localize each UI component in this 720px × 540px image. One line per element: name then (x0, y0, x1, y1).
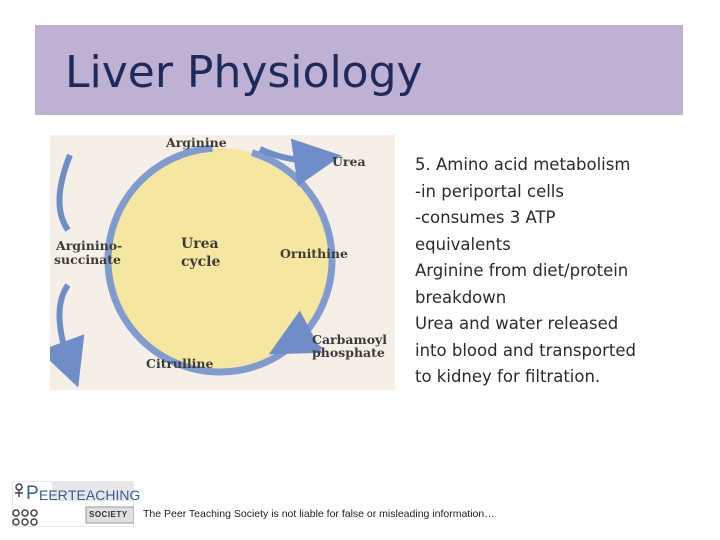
label-citrulline: Citrulline (146, 356, 214, 371)
urea-cycle-figure: Arginine Urea Urea cycle Ornithine Carba… (50, 135, 395, 390)
peer-teaching-society-logo: P EER TEACHING SOCIETY (11, 480, 140, 528)
urea-output-arrow (258, 138, 342, 187)
bullet-line: Arginine from diet/protein (415, 261, 629, 280)
bullet-line: breakdown (415, 287, 507, 307)
label-succinate: succinate (54, 252, 122, 267)
bullet-line: to kidney for filtration. (415, 367, 601, 386)
bullet-line: into blood and transported (415, 340, 636, 360)
title-bar: Liver Physiology (35, 25, 683, 115)
disclaimer-text: The Peer Teaching Society is not liable … (143, 508, 495, 520)
label-carbamoyl: Carbamoyl (312, 332, 388, 347)
label-arginino: Arginino- (56, 238, 123, 253)
slide-title: Liver Physiology (65, 47, 423, 98)
label-arginine: Arginine (166, 135, 227, 150)
urea-cycle-diagram (50, 138, 342, 388)
center-label-cycle: cycle (181, 254, 221, 270)
label-phosphate: phosphate (312, 345, 385, 360)
bullet-line: equivalents (415, 234, 511, 254)
logo-text-eer: EER (39, 487, 68, 503)
logo-text-p: P (26, 483, 39, 504)
bullet-line: Urea and water released (415, 314, 619, 333)
carbamoyl-input-arrow (268, 310, 323, 355)
left-upper-arc (56, 153, 73, 232)
label-urea: Urea (332, 154, 366, 169)
bullet-line: -in periportal cells (415, 181, 564, 201)
bullet-line: 5. Amino acid metabolism (415, 155, 631, 174)
center-label-urea: Urea (181, 236, 219, 252)
bullet-line: -consumes 3 ATP (415, 208, 556, 227)
logo-text-teaching: TEACHING (68, 487, 141, 503)
bullet-list: 5. Amino acid metabolism -in periportal … (415, 152, 685, 391)
left-lower-arc (50, 283, 85, 388)
logo-text-society: SOCIETY (89, 510, 128, 519)
label-ornithine: Ornithine (280, 246, 348, 261)
